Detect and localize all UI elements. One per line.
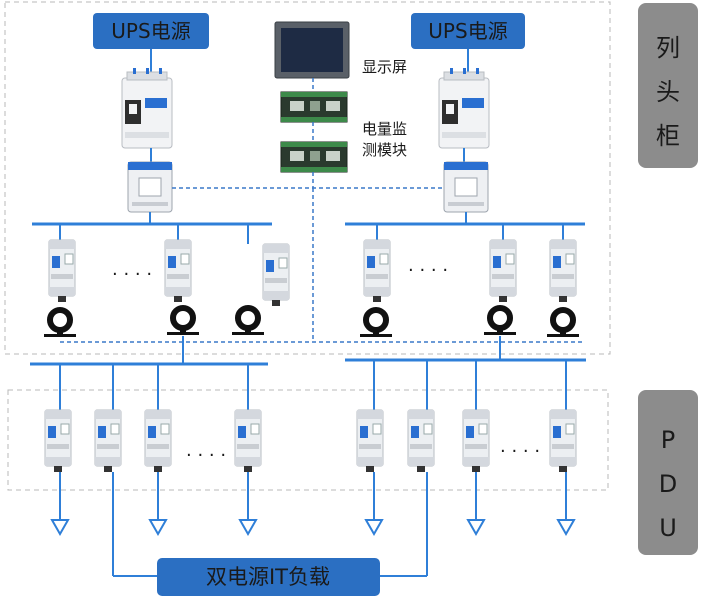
branch-breaker-r1 (363, 239, 391, 303)
load-symbol-6 (557, 501, 575, 535)
branch-breaker-l1 (48, 239, 76, 303)
pdu-breaker-l4 (234, 409, 262, 473)
ellipsis-lower-right: · · · · (500, 441, 540, 462)
side-panel-cabinet: 列头柜 (638, 3, 698, 168)
ct-box-left (127, 161, 173, 213)
ct-ring-l2 (167, 308, 199, 335)
side-label-cabinet: 列头柜 (656, 34, 680, 150)
monitor-label-line1: 电量监 (362, 120, 407, 138)
pdu-breaker-l1 (44, 409, 72, 473)
load-symbol-5 (467, 501, 485, 535)
ct-ring-l3 (232, 308, 264, 335)
it-load-box: 双电源IT负载 (157, 558, 380, 596)
load-symbol-1 (51, 501, 69, 535)
branch-breaker-l3 (262, 243, 290, 307)
main-breaker-right (438, 67, 490, 149)
load-symbol-3 (239, 501, 257, 535)
pdu-breaker-r3 (462, 409, 490, 473)
pdu-breaker-l3 (144, 409, 172, 473)
it-load-label: 双电源IT负载 (206, 565, 330, 589)
pdu-breaker-r2 (407, 409, 435, 473)
ups-right-label: UPS电源 (428, 19, 507, 43)
comm-lines (60, 78, 585, 343)
ellipsis-upper-left: · · · · (112, 264, 152, 285)
load-symbol-2 (149, 501, 167, 535)
ct-ring-r1 (360, 310, 392, 337)
ellipsis-upper-right: · · · · (408, 260, 448, 281)
ups-right-box: UPS电源 (411, 13, 525, 49)
branch-breaker-r2 (489, 239, 517, 303)
main-breaker-left (121, 67, 173, 149)
meter-module-2 (280, 141, 348, 173)
ups-left-box: UPS电源 (93, 13, 209, 49)
pdu-breaker-r4 (549, 409, 577, 473)
monitor-label-line2: 测模块 (362, 141, 407, 159)
ups-left-label: UPS电源 (111, 19, 190, 43)
meter-module-1 (280, 91, 348, 123)
branch-breaker-r3 (549, 239, 577, 303)
pdu-enclosure (7, 389, 609, 491)
pdu-breaker-l2 (94, 409, 122, 473)
ellipsis-lower-left: · · · · (186, 445, 226, 466)
load-symbol-4 (365, 501, 383, 535)
display-label: 显示屏 (362, 58, 407, 76)
branch-breaker-l2 (164, 239, 192, 303)
ct-ring-l1 (44, 310, 76, 337)
ct-ring-r2 (484, 308, 516, 335)
pdu-breaker-r1 (356, 409, 384, 473)
display-screen (274, 21, 350, 79)
cabinet-enclosure (4, 1, 611, 355)
ct-ring-r3 (547, 310, 579, 337)
ct-box-right (443, 161, 489, 213)
